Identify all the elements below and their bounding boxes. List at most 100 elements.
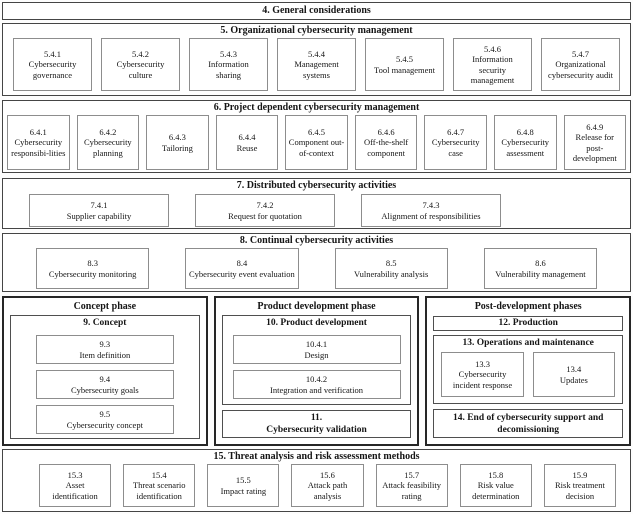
box-number: 8.6	[535, 258, 546, 268]
box-label: Information security management	[470, 54, 515, 85]
box-label: Alignment of responsibilities	[381, 210, 481, 221]
box-label: Reuse	[236, 142, 258, 153]
box-number: 15.9	[572, 469, 588, 480]
box-label: Cybersecurity planning	[84, 137, 132, 158]
section-title: 5. Organizational cybersecurity manageme…	[220, 25, 413, 36]
box-label: Threat scenario identification	[132, 480, 186, 501]
box-label: Vulnerability management	[495, 268, 586, 279]
box-label: Cybersecurity responsibi-lities	[11, 137, 66, 158]
box-label: Cybersecurity case	[431, 137, 480, 158]
section-general-considerations: 4. General considerations	[2, 2, 631, 20]
box-label: Cybersecurity governance	[28, 59, 77, 80]
section-organizational-management: 5. Organizational cybersecurity manageme…	[2, 23, 631, 96]
phase-title: Post-development phases	[474, 301, 582, 312]
box-number: 9.4	[99, 374, 111, 384]
box-number: 11.	[310, 413, 323, 423]
box-number: 15.5	[235, 475, 251, 485]
box-label: Vulnerability analysis	[353, 268, 429, 279]
box-title: 10. Product development	[266, 318, 367, 328]
box-number: 15.3	[67, 469, 83, 480]
box-label: Cybersecurity event evaluation	[189, 268, 295, 279]
box-label: Off-the-shelf component	[363, 137, 409, 158]
box-number: 5.4.1	[44, 48, 61, 59]
box-label: Impact rating	[220, 485, 267, 496]
box-label: Cybersecurity culture	[116, 59, 165, 80]
section-continual-activities: 8. Continual cybersecurity activities 8.…	[2, 233, 631, 292]
box-label: Item definition	[79, 349, 131, 360]
box-number: 7.4.3	[422, 200, 440, 210]
box-label: Component out-of-context	[288, 137, 345, 158]
box-label: Tailoring	[161, 142, 193, 153]
section-title: 6. Project dependent cybersecurity manag…	[213, 102, 420, 113]
box-label: Organizational cybersecurity audit	[548, 59, 613, 80]
box-label: Management systems	[294, 59, 339, 80]
box-title: 12. Production	[498, 318, 558, 328]
box-12-production: 12. Production	[433, 316, 624, 331]
box-number: 10.4.1	[305, 339, 328, 349]
box-label: Supplier capability	[66, 210, 132, 221]
box-number: 6.4.3	[168, 132, 186, 142]
box-label: Request for quotation	[228, 210, 302, 221]
box-label: Cybersecurity assessment	[501, 137, 550, 158]
box-number: 5.4.6	[484, 43, 501, 54]
box-number: 5.4.4	[308, 48, 325, 59]
box-label: Asset identification	[52, 480, 98, 501]
phase-title: Concept phase	[73, 301, 137, 312]
section-title: 7. Distributed cybersecurity activities	[236, 180, 397, 191]
box-number: 9.5	[99, 409, 111, 419]
box-number: 5.4.5	[396, 54, 413, 64]
box-label: Tool management	[373, 64, 435, 75]
box-number: 8.4	[236, 258, 248, 268]
section-title: 4. General considerations	[262, 5, 371, 16]
box-number: 8.5	[385, 258, 397, 268]
section-project-dependent: 6. Project dependent cybersecurity manag…	[2, 100, 631, 173]
section-tara-methods: 15. Threat analysis and risk assessment …	[2, 449, 631, 512]
section-distributed-activities: 7. Distributed cybersecurity activities …	[2, 178, 631, 229]
box-number: 6.4.7	[447, 126, 465, 137]
box-number: 6.4.4	[238, 132, 256, 142]
box-label: Cybersecurity concept	[66, 419, 143, 430]
box-number: 5.4.3	[220, 48, 237, 59]
box-number: 7.4.1	[90, 200, 108, 210]
box-label: Information sharing	[208, 59, 249, 80]
box-number: 6.4.5	[308, 126, 326, 137]
box-number: 9.3	[99, 339, 111, 349]
